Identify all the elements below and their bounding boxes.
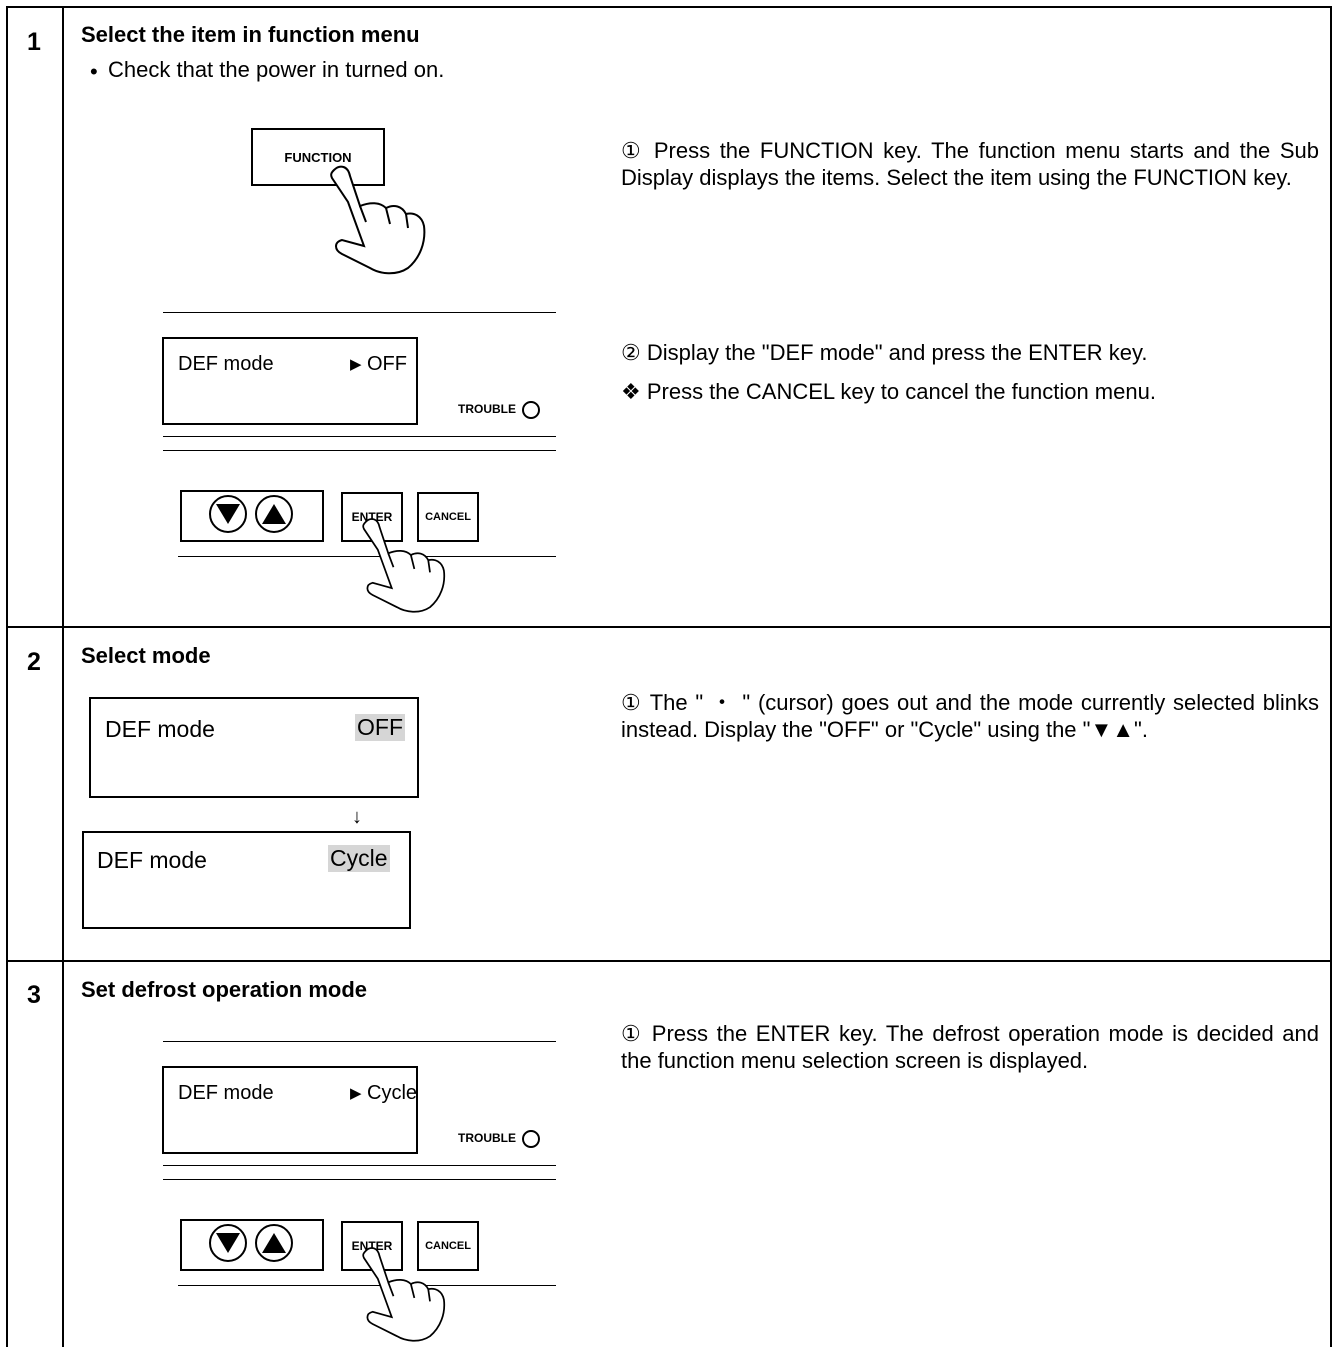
- panel-line-top: [163, 312, 556, 313]
- trouble-lamp-icon: [522, 1130, 540, 1148]
- down-triangle-icon: [216, 504, 240, 524]
- panel-line-bottom: [178, 1285, 556, 1286]
- up-key[interactable]: [255, 495, 293, 533]
- panel-line-mid1: [163, 1165, 556, 1166]
- panel-line-bottom: [178, 556, 556, 557]
- step-number: 2: [27, 648, 41, 676]
- step-number: 3: [27, 981, 41, 1009]
- panel-line-top: [163, 1041, 556, 1042]
- up-triangle-icon: [262, 1233, 286, 1253]
- trouble-lamp-icon: [522, 401, 540, 419]
- step-title: Select mode: [81, 643, 211, 668]
- display-cycle: DEF mode Cycle: [82, 831, 411, 929]
- bullet-dot: •: [90, 59, 98, 84]
- display-value-highlighted: Cycle: [328, 845, 390, 872]
- cancel-key[interactable]: CANCEL: [417, 492, 479, 542]
- display-label: DEF mode: [178, 1082, 274, 1104]
- display-value: OFF: [367, 353, 407, 375]
- cancel-key-label: CANCEL: [425, 1240, 471, 1252]
- instruction-2: ② Display the "DEF mode" and press the E…: [621, 340, 1148, 365]
- arrow-keys: [180, 490, 324, 542]
- trouble-label: TROUBLE: [458, 1131, 516, 1145]
- arrow-keys: [180, 1219, 324, 1271]
- table-border-left: [6, 6, 8, 1347]
- step-title: Select the item in function menu: [81, 22, 420, 47]
- display-value: Cycle: [367, 1082, 418, 1104]
- display-label: DEF mode: [105, 716, 215, 742]
- bullet-text: Check that the power in turned on.: [108, 57, 445, 82]
- step-number: 1: [27, 28, 41, 56]
- cancel-key[interactable]: CANCEL: [417, 1221, 479, 1271]
- instruction-1: ① The " ・ " (cursor) goes out and the mo…: [621, 690, 1319, 742]
- panel-line-mid2: [163, 1179, 556, 1180]
- hand-icon: [330, 165, 426, 275]
- row-divider-2: [6, 960, 1332, 962]
- down-key[interactable]: [209, 495, 247, 533]
- table-border-top: [6, 6, 1332, 8]
- instruction-1: ① Press the FUNCTION key. The function m…: [621, 138, 1319, 190]
- up-triangle-icon: [262, 504, 286, 524]
- cursor-icon: ▶: [350, 356, 362, 373]
- display-off: DEF mode OFF: [89, 697, 419, 798]
- table-column-divider: [62, 6, 64, 1347]
- display-value-highlighted: OFF: [355, 714, 405, 741]
- table-border-right: [1330, 6, 1332, 1347]
- hand-icon: [362, 1247, 446, 1342]
- cursor-icon: ▶: [350, 1085, 362, 1102]
- enter-key-label: ENTER: [351, 1239, 393, 1253]
- step-title: Set defrost operation mode: [81, 977, 368, 1002]
- panel-line-mid2: [163, 450, 556, 451]
- display-label: DEF mode: [178, 353, 274, 375]
- up-key[interactable]: [255, 1224, 293, 1262]
- cancel-key-label: CANCEL: [425, 511, 471, 523]
- trouble-label: TROUBLE: [458, 402, 516, 416]
- sub-display: DEF mode ▶ OFF: [162, 337, 418, 425]
- row-divider-1: [6, 626, 1332, 628]
- down-key[interactable]: [209, 1224, 247, 1262]
- note: ❖ Press the CANCEL key to cancel the fun…: [621, 379, 1156, 404]
- function-key-label: FUNCTION: [284, 149, 352, 165]
- sub-display: DEF mode ▶ Cycle: [162, 1066, 418, 1154]
- panel-line-mid1: [163, 436, 556, 437]
- function-key[interactable]: FUNCTION: [251, 128, 385, 186]
- enter-key-label: ENTER: [351, 510, 393, 524]
- instruction-1: ① Press the ENTER key. The defrost opera…: [621, 1021, 1319, 1073]
- down-arrow-icon: ↓: [352, 806, 362, 828]
- display-label: DEF mode: [97, 847, 207, 873]
- hand-icon: [362, 518, 446, 613]
- down-triangle-icon: [216, 1233, 240, 1253]
